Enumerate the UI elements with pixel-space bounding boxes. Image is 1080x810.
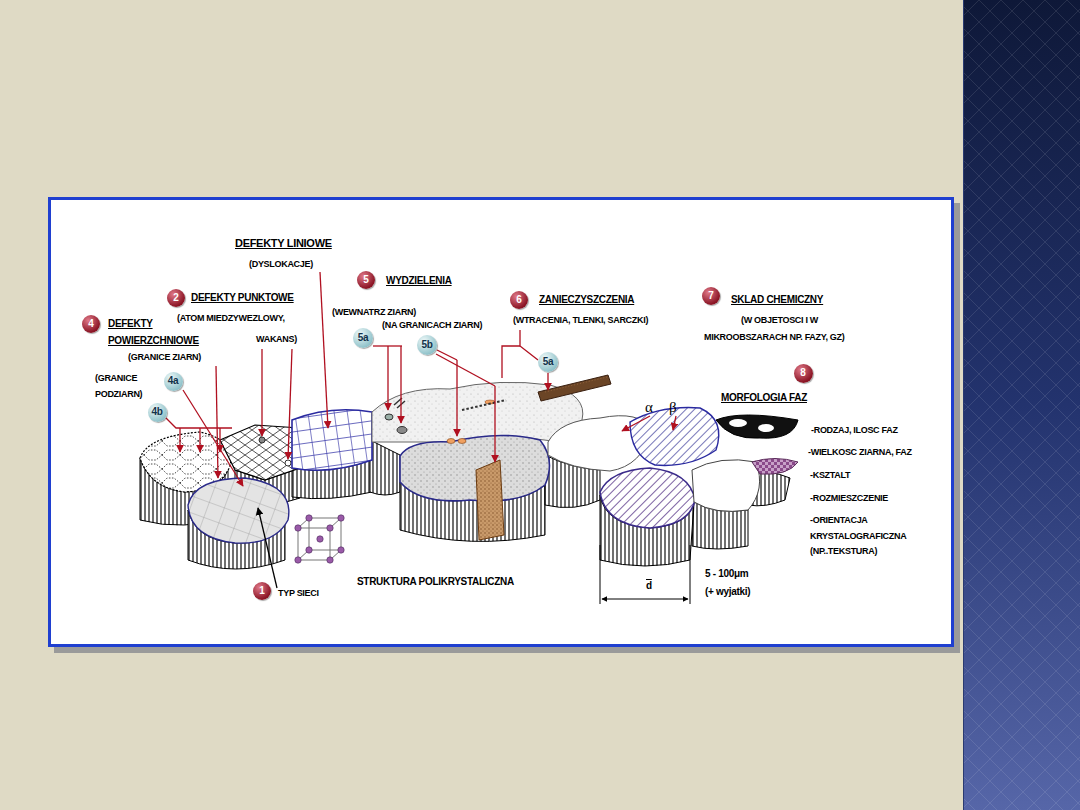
heading: MORFOLOGIA FAZ <box>721 392 807 404</box>
callout-number: 2 <box>167 289 185 307</box>
list-item: KRYSTALOGRAFICZNA <box>810 531 906 541</box>
sub-note: (GRANICE <box>95 373 137 383</box>
list-item: -WIELKOSC ZIARNA, FAZ <box>808 447 912 457</box>
callout-number: 4a <box>164 372 183 391</box>
callout-text: 5a <box>358 333 369 343</box>
callout-number: 4 <box>82 315 100 333</box>
sub-note: MIKROOBSZARACH NP. FAZY, GZ) <box>704 332 844 342</box>
heading: DEFEKTY <box>108 318 153 330</box>
phase-symbol: α <box>645 399 653 416</box>
callout-text: 4b <box>151 407 162 417</box>
list-item: -RODZAJ, ILOSC FAZ <box>811 425 898 435</box>
phase-symbol: β <box>669 399 677 416</box>
list-item: -ROZMIESZCZENIE <box>810 493 888 503</box>
callout-text: 4 <box>88 319 93 329</box>
callout-text: 4a <box>168 376 179 386</box>
callout-text: 6 <box>516 295 521 305</box>
sub-note: PODZIARN) <box>95 389 142 399</box>
heading: ZANIECZYSZCZENIA <box>539 294 634 306</box>
callout-number: 6 <box>510 291 528 309</box>
sub-note: (ATOM MIEDZYWEZLOWY, <box>177 313 285 323</box>
list-item: -ORIENTACJA <box>810 515 868 525</box>
callout-text: 2 <box>173 293 178 303</box>
dimension-label: (+ wyjatki) <box>705 586 750 598</box>
callout-number: 4b <box>148 403 167 422</box>
dimension-label: d <box>646 580 652 592</box>
sub-note: (DYSLOKACJE) <box>249 259 313 269</box>
callout-number: 8 <box>794 364 813 383</box>
callout-number: 5b <box>417 335 437 355</box>
sub-note: (W OBJETOSCI I W <box>741 315 818 325</box>
callout-number: 5 <box>357 271 375 289</box>
sub-note: (NA GRANICACH ZIARN) <box>382 320 482 330</box>
part-label: TYP SIECI <box>278 588 319 598</box>
sub-note: WAKANS) <box>256 334 297 344</box>
callout-text: 5 <box>363 275 368 285</box>
list-item: (NP..TEKSTURA) <box>810 546 877 556</box>
caption-label: STRUKTURA POLIKRYSTALICZNA <box>357 576 514 588</box>
sub-note: (GRANICE ZIARN) <box>128 352 201 362</box>
callout-text: 1 <box>259 586 264 596</box>
callout-text: 7 <box>708 291 713 301</box>
callout-text: 5a <box>543 357 554 367</box>
dimension-label: 5 - 100μm <box>705 568 748 580</box>
heading: DEFEKTY LINIOWE <box>235 237 332 250</box>
heading: SKLAD CHEMICZNY <box>731 294 823 306</box>
heading: DEFEKTY PUNKTOWE <box>191 292 294 304</box>
sub-note: (WTRACENIA, TLENKI, SARCZKI) <box>513 315 648 325</box>
callout-number: 5a <box>538 352 558 372</box>
callout-text: 8 <box>800 368 805 378</box>
callout-number: 7 <box>702 287 720 305</box>
list-item: -KSZTALT <box>810 470 850 480</box>
callout-number: 5a <box>353 328 373 348</box>
callout-number: 1 <box>253 582 271 600</box>
heading: WYDZIELENIA <box>386 275 452 287</box>
sub-note: (WEWNATRZ ZIARN) <box>332 307 416 317</box>
callout-text: 5b <box>421 340 432 350</box>
heading: POWIERZCHNIOWE <box>108 335 199 347</box>
